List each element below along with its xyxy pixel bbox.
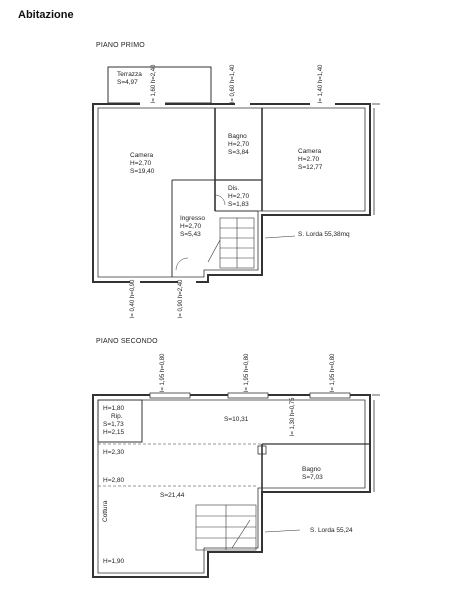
floor-title-first: PIANO PRIMO bbox=[96, 42, 145, 49]
room-name: Bagno bbox=[228, 133, 247, 140]
room-area-main: S=21,44 bbox=[160, 492, 185, 499]
room-ripostiglio: H=1,80 Rip. S=1,73 H=2,15 bbox=[103, 405, 124, 437]
room-name: Rip. bbox=[111, 413, 123, 420]
stair-second-floor bbox=[195, 504, 257, 551]
room-area: S=19,40 bbox=[130, 168, 155, 175]
room-name: Dis. bbox=[228, 185, 240, 192]
opening-dim: l= 1,40 h=1,40 bbox=[318, 64, 324, 103]
opening-dim: l= 0,90 h=2,40 bbox=[178, 279, 184, 318]
room-area: S=1,83 bbox=[228, 201, 249, 208]
opening-dim: l= 1,95 h=0,80 bbox=[330, 353, 336, 392]
opening-dim: l= 1,30 h=0,75 bbox=[290, 397, 296, 436]
room-area: S=4,97 bbox=[117, 79, 138, 86]
room-ingresso: Ingresso H=2,70 S=5,43 bbox=[180, 215, 205, 239]
height-label: H=2,30 bbox=[103, 449, 125, 456]
room-camera-2: Camera H=2.70 S=12,77 bbox=[298, 148, 322, 172]
room-height: H=2,70 bbox=[180, 223, 202, 230]
gross-area-first: S. Lorda 55,38mq bbox=[298, 231, 350, 238]
opening-dim: l= 0,40 h=0,90 bbox=[130, 279, 136, 318]
height-label: H=1,90 bbox=[103, 558, 125, 565]
page-title: Abitazione bbox=[18, 9, 74, 21]
height-label: H=2,80 bbox=[103, 477, 125, 484]
room-height: H=2,70 bbox=[130, 160, 152, 167]
room-height: H=2,15 bbox=[103, 429, 125, 436]
gross-area-second: S. Lorda 55,24 bbox=[310, 527, 353, 534]
storage-room-outline bbox=[97, 399, 143, 443]
opening-dim: l= 0,60 h=1,40 bbox=[230, 64, 236, 103]
room-dis: Dis. H=2,70 S=1,83 bbox=[228, 185, 249, 209]
opening-dim: l= 1,60 h=2,40 bbox=[151, 64, 157, 103]
room-terrazza: Terrazza S=4,97 bbox=[117, 71, 142, 87]
room-bagno-2: Bagno S=7,03 bbox=[302, 466, 323, 482]
opening-dim: l= 1,95 h=0,80 bbox=[160, 353, 166, 392]
room-height: H=2,70 bbox=[228, 141, 250, 148]
opening-dim: l= 1,95 h=0,80 bbox=[244, 353, 250, 392]
room-area: S=7,03 bbox=[302, 474, 323, 481]
room-name: Camera bbox=[298, 148, 322, 155]
room-height: H=2.70 bbox=[298, 156, 320, 163]
room-name: Ingresso bbox=[180, 215, 205, 222]
room-area: S=1,73 bbox=[103, 421, 124, 428]
room-cottura: Cottura bbox=[102, 500, 109, 522]
floor-title-second: PIANO SECONDO bbox=[96, 338, 158, 345]
room-camera-1: Camera H=2,70 S=19,40 bbox=[130, 152, 154, 176]
room-height: H=1,80 bbox=[103, 405, 125, 412]
room-height: H=2,70 bbox=[228, 193, 250, 200]
room-area-upper: S=10,31 bbox=[224, 416, 249, 423]
room-area: S=5,43 bbox=[180, 231, 201, 238]
room-bagno-1: Bagno H=2,70 S=3,84 bbox=[228, 133, 249, 157]
room-name: Bagno bbox=[302, 466, 321, 473]
room-area: S=12,77 bbox=[298, 164, 323, 171]
room-area: S=3,84 bbox=[228, 149, 249, 156]
room-name: Terrazza bbox=[117, 71, 142, 78]
stair-first-floor bbox=[207, 217, 255, 269]
room-name: Camera bbox=[130, 152, 154, 159]
second-floor-outer-wall bbox=[92, 394, 371, 578]
